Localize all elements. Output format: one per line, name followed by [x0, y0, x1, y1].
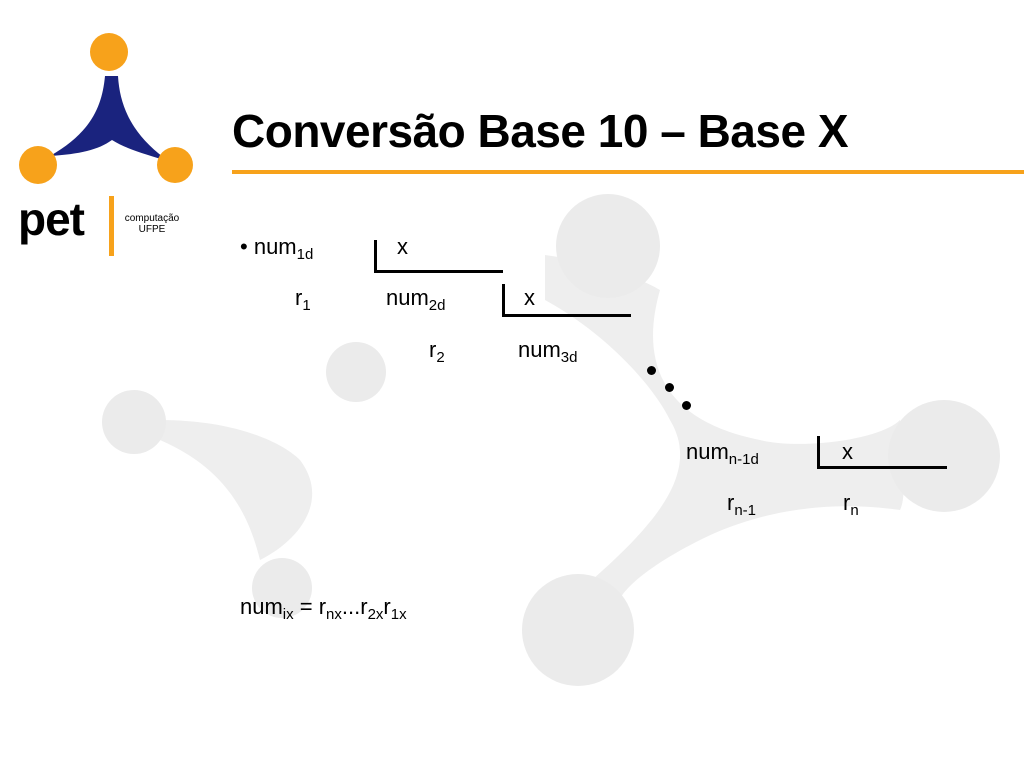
step1-dividend: • num1d — [240, 234, 313, 263]
formula-ellipsis: ... — [341, 594, 361, 619]
logo-dot-right — [157, 147, 193, 183]
formula-r-2: r — [360, 594, 368, 619]
step1-num-sub: 1d — [296, 246, 314, 263]
stepn-last: r — [843, 490, 851, 515]
stepn-bracket-horizontal — [817, 466, 947, 469]
stepn-divisor: x — [842, 439, 853, 464]
stepn-dividend: numn-1d — [686, 439, 759, 468]
stepn-num-sub: n-1d — [728, 451, 759, 468]
step2-dividend: num2d — [386, 285, 445, 314]
stepn-bracket-vertical — [817, 436, 820, 469]
logo-dot-left — [19, 146, 57, 184]
formula-lhs-sub: ix — [282, 606, 294, 623]
step2-rem-sub: 2 — [436, 349, 445, 366]
step3-num: num — [518, 337, 561, 362]
logo-wordmark: pet — [18, 193, 85, 245]
step2-num: num — [386, 285, 429, 310]
logo-divider — [109, 196, 114, 256]
formula-lhs: num — [240, 594, 283, 619]
step2-divisor: x — [524, 285, 535, 310]
step1-rem: r — [295, 285, 303, 310]
step2-bracket-vertical — [502, 284, 505, 317]
slide-title: Conversão Base 10 – Base X — [232, 105, 849, 157]
step2-remainder: r2 — [429, 337, 445, 366]
stepn-rem: r — [727, 490, 735, 515]
bullet: • — [240, 234, 248, 259]
step3-num-sub: 3d — [560, 349, 578, 366]
step2-num-sub: 2d — [428, 297, 446, 314]
ellipsis-dot — [682, 401, 691, 410]
stepn-last-quotient: rn — [843, 490, 859, 519]
ellipsis-dot — [665, 383, 674, 392]
pet-logo-mark — [19, 33, 193, 184]
step1-num: num — [253, 234, 297, 259]
logo-subtitle-line1: computação — [124, 213, 180, 224]
stepn-rem-sub: n-1 — [734, 502, 757, 519]
logo-dot-top — [90, 33, 128, 71]
title-underline — [232, 170, 1024, 174]
formula-r-2-sub: 2x — [367, 606, 384, 623]
formula-r-1: r — [383, 594, 391, 619]
formula-r-n-sub: nx — [326, 606, 342, 623]
ellipsis-dot — [647, 366, 656, 375]
formula-r-n: r — [318, 594, 327, 619]
step1-rem-sub: 1 — [302, 297, 311, 314]
logo-triskelion-shape — [50, 76, 170, 162]
stepn-remainder: rn-1 — [727, 490, 756, 519]
stepn-last-sub: n — [850, 502, 859, 519]
logo-subtitle-line2: UFPE — [138, 224, 166, 235]
stepn-num: num — [686, 439, 729, 464]
formula-r-1-sub: 1x — [390, 606, 407, 623]
result-formula: numix = rnx...r2xr1x — [240, 594, 407, 623]
step1-divisor: x — [397, 234, 408, 259]
step1-bracket-vertical — [374, 240, 377, 273]
logo-subtitle: computação UFPE — [118, 213, 186, 235]
step2-bracket-horizontal — [502, 314, 631, 317]
step3-dividend: num3d — [518, 337, 577, 366]
step2-rem: r — [429, 337, 437, 362]
step1-remainder: r1 — [295, 285, 311, 314]
step1-bracket-horizontal — [374, 270, 503, 273]
formula-equals: = — [293, 594, 319, 619]
